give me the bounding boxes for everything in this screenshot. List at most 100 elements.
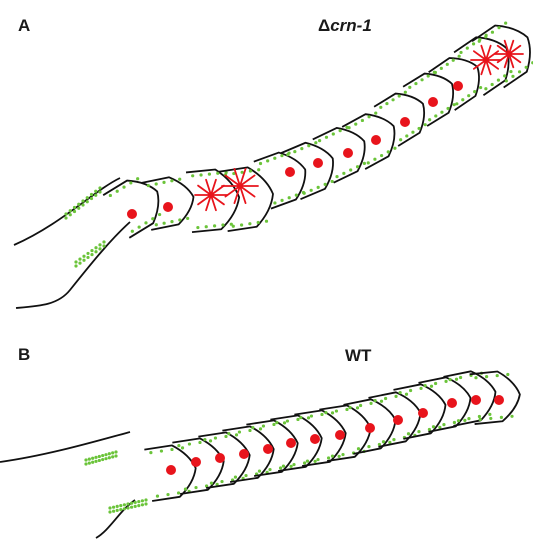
microtubule-dot: [509, 70, 512, 73]
microtubule-dot: [90, 193, 93, 196]
microtubule-dot: [77, 203, 80, 206]
microtubule-dot: [116, 505, 119, 508]
microtubule-dot: [363, 162, 366, 165]
microtubule-dot: [405, 393, 408, 396]
microtubule-dot: [194, 486, 197, 489]
microtubule-dot: [240, 223, 243, 226]
microtubule-dot: [404, 91, 407, 94]
microtubule-dot: [130, 502, 133, 505]
microtubule-dot: [349, 168, 352, 171]
microtubule-dot: [101, 458, 104, 461]
microtubule-dot: [393, 147, 396, 150]
microtubule-dot: [409, 389, 412, 392]
nucleus-dot: [400, 117, 410, 127]
microtubule-dot: [479, 418, 482, 421]
mutant-hypha-panel: [14, 22, 533, 308]
microtubule-dot: [314, 141, 317, 144]
microtubule-dot: [151, 217, 154, 220]
microtubule-dot: [273, 157, 276, 160]
microtubule-dot: [126, 506, 129, 509]
microtubule-dot: [417, 127, 420, 130]
microtubule-dot: [463, 419, 466, 422]
microtubule-dot: [119, 504, 122, 507]
microtubule-dot: [357, 447, 360, 450]
nucleus-dot: [471, 395, 481, 405]
microtubule-dot: [166, 493, 169, 496]
compartment-outline: [313, 128, 365, 183]
microtubule-dot: [491, 31, 494, 34]
microtubule-dot: [134, 505, 137, 508]
nucleus-dot: [313, 158, 323, 168]
microtubule-dot: [86, 196, 89, 199]
microtubule-dot: [224, 435, 227, 438]
microtubule-dot: [491, 83, 494, 86]
microtubule-dot: [94, 246, 97, 249]
microtubule-dot: [129, 181, 132, 184]
microtubule-dot: [205, 225, 208, 228]
microtubule-dot: [64, 216, 67, 219]
microtubule-dot: [181, 446, 184, 449]
microtubule-dot: [444, 380, 447, 383]
microtubule-dot: [434, 71, 437, 74]
microtubule-dot: [238, 430, 241, 433]
microtubule-dot: [374, 112, 377, 115]
microtubule-dot: [314, 460, 317, 463]
microtubule-dot: [379, 106, 382, 109]
microtubule-dot: [391, 98, 394, 101]
microtubule-dot: [505, 79, 508, 82]
nucleus-dot: [428, 97, 438, 107]
microtubule-dot: [325, 136, 328, 139]
microtubule-dot: [282, 465, 285, 468]
microtubule-dot: [347, 126, 350, 129]
microtubule-dot: [244, 474, 247, 477]
microtubule-dot: [104, 453, 107, 456]
microtubule-dot: [324, 183, 327, 186]
microtubule-dot: [257, 168, 260, 171]
microtubule-dot: [442, 423, 445, 426]
microtubule-dot: [432, 425, 435, 428]
microtubule-dot: [345, 408, 348, 411]
microtubule-dot: [137, 504, 140, 507]
microtubule-dot: [138, 225, 141, 228]
microtubule-dot: [408, 86, 411, 89]
microtubule-dot: [130, 506, 133, 509]
microtubule-dot: [275, 421, 278, 424]
microtubule-dot: [144, 502, 147, 505]
microtubule-dot: [141, 503, 144, 506]
microtubule-dot: [196, 226, 199, 229]
microtubule-dot: [293, 150, 296, 153]
microtubule-dot: [198, 441, 201, 444]
microtubule-dot: [98, 247, 101, 250]
microtubule-dot: [452, 59, 455, 62]
aster-center: [483, 57, 489, 63]
microtubule-dot: [249, 169, 252, 172]
microtubule-dot: [457, 419, 460, 422]
microtubule-dot: [116, 509, 119, 512]
microtubule-dot: [411, 131, 414, 134]
microtubule-dot: [84, 462, 87, 465]
microtubule-dot: [306, 460, 309, 463]
microtubule-dot: [73, 210, 76, 213]
microtubule-dot: [341, 453, 344, 456]
microtubule-dot: [191, 174, 194, 177]
microtubule-dot: [259, 162, 262, 165]
microtubule-dot: [91, 457, 94, 460]
microtubule-dot: [380, 154, 383, 157]
microtubule-dot: [299, 416, 302, 419]
microtubule-dot: [407, 432, 410, 435]
nucleus-dot: [285, 167, 295, 177]
microtubule-dot: [331, 411, 334, 414]
microtubule-dot: [188, 442, 191, 445]
microtubule-dot: [163, 222, 166, 225]
microtubule-dot: [104, 457, 107, 460]
microtubule-dot: [356, 165, 359, 168]
aster-center: [506, 51, 512, 57]
microtubule-dot: [342, 172, 345, 175]
microtubule-dot: [94, 194, 97, 197]
microtubule-dot: [74, 264, 77, 267]
microtubule-dot: [64, 212, 67, 215]
microtubule-dot: [177, 491, 180, 494]
microtubule-dot: [98, 186, 101, 189]
microtubule-dot: [424, 384, 427, 387]
